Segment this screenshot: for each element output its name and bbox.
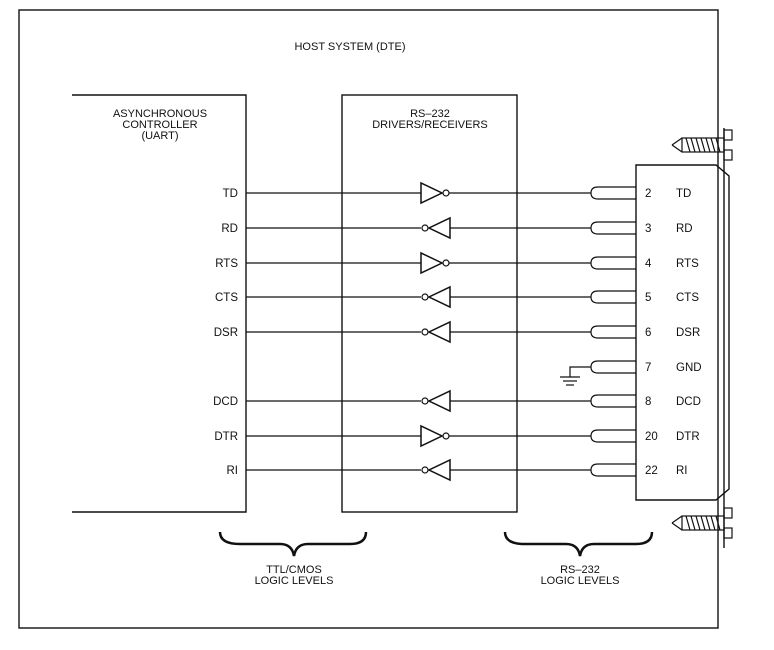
- uart-signal-label-dcd: DCD: [213, 396, 238, 408]
- drivers-label-line-2: DRIVERS/RECEIVERS: [372, 119, 488, 131]
- pin-number-gnd: 7: [645, 362, 651, 374]
- receiver-icon-dsr: [427, 320, 451, 344]
- uart-signal-label-dsr: DSR: [214, 327, 238, 339]
- rs232-level-brace: [503, 531, 654, 557]
- uart-signal-label-rts: RTS: [215, 258, 238, 270]
- uart-block: [72, 94, 247, 513]
- rs232-level-label-line-1: RS–232: [560, 564, 600, 576]
- connector-signal-label-dsr: DSR: [676, 327, 700, 339]
- pin-number-rd: 3: [645, 223, 651, 235]
- connector-signal-label-cts: CTS: [676, 292, 699, 304]
- pin-number-cts: 5: [645, 292, 651, 304]
- connector-signal-label-dcd: DCD: [676, 396, 701, 408]
- connector-signal-label-ri: RI: [676, 465, 688, 477]
- uart-label-line-2: CONTROLLER: [122, 119, 197, 131]
- pin-contact-dtr: [590, 429, 636, 443]
- pin-contact-gnd: [590, 360, 636, 374]
- top-screw-icon: [671, 129, 733, 161]
- receiver-icon-ri: [427, 458, 451, 482]
- driver-bubble-dtr: [442, 432, 450, 440]
- pin-number-td: 2: [645, 188, 651, 200]
- pin-number-ri: 22: [645, 465, 658, 477]
- driver-icon-dtr: [420, 424, 444, 448]
- driver-icon-rts: [420, 251, 444, 275]
- receiver-bubble-dsr: [421, 328, 429, 336]
- uart-label-line-1: ASYNCHRONOUS: [113, 108, 207, 120]
- receiver-icon-rd: [427, 216, 451, 240]
- receiver-bubble-dcd: [421, 397, 429, 405]
- receiver-bubble-cts: [421, 293, 429, 301]
- receiver-bubble-ri: [421, 466, 429, 474]
- ground-wire: [569, 366, 591, 377]
- connector-signal-label-td: TD: [676, 188, 691, 200]
- drivers-label-line-1: RS–232: [410, 108, 450, 120]
- ttl-level-brace: [218, 531, 368, 557]
- pin-number-dsr: 6: [645, 327, 651, 339]
- driver-bubble-rts: [442, 259, 450, 267]
- pin-number-dcd: 8: [645, 396, 651, 408]
- pin-number-dtr: 20: [645, 431, 658, 443]
- pin-contact-cts: [590, 290, 636, 304]
- ttl-level-label-line-1: TTL/CMOS: [266, 564, 322, 576]
- pin-number-rts: 4: [645, 258, 652, 270]
- driver-bubble-td: [442, 189, 450, 197]
- connector-signal-label-rd: RD: [676, 223, 693, 235]
- receiver-bubble-rd: [421, 224, 429, 232]
- receiver-icon-cts: [427, 285, 451, 309]
- pin-contact-dsr: [590, 325, 636, 339]
- uart-label-line-3: (UART): [141, 130, 178, 142]
- uart-signal-label-rd: RD: [221, 223, 238, 235]
- pin-contact-ri: [590, 463, 636, 477]
- connector-signal-label-rts: RTS: [676, 258, 699, 270]
- pin-contact-rd: [590, 221, 636, 235]
- pin-contact-rts: [590, 256, 636, 270]
- receiver-icon-dcd: [427, 389, 451, 413]
- ttl-level-label-line-2: LOGIC LEVELS: [255, 575, 334, 587]
- uart-signal-label-cts: CTS: [215, 292, 238, 304]
- host-system-title: HOST SYSTEM (DTE): [294, 41, 405, 53]
- connector-signal-label-gnd: GND: [676, 362, 702, 374]
- uart-signal-label-dtr: DTR: [214, 431, 238, 443]
- pin-contact-td: [590, 186, 636, 200]
- drivers-receivers-block: [341, 94, 518, 513]
- uart-signal-label-td: TD: [223, 188, 238, 200]
- driver-icon-td: [420, 181, 444, 205]
- host-system-frame: [18, 9, 719, 629]
- bottom-screw-icon: [671, 507, 733, 539]
- db25-connector-shell: [635, 164, 730, 501]
- pin-contact-dcd: [590, 394, 636, 408]
- uart-signal-label-ri: RI: [227, 465, 239, 477]
- rs232-level-label-line-2: LOGIC LEVELS: [541, 575, 620, 587]
- connector-signal-label-dtr: DTR: [676, 431, 700, 443]
